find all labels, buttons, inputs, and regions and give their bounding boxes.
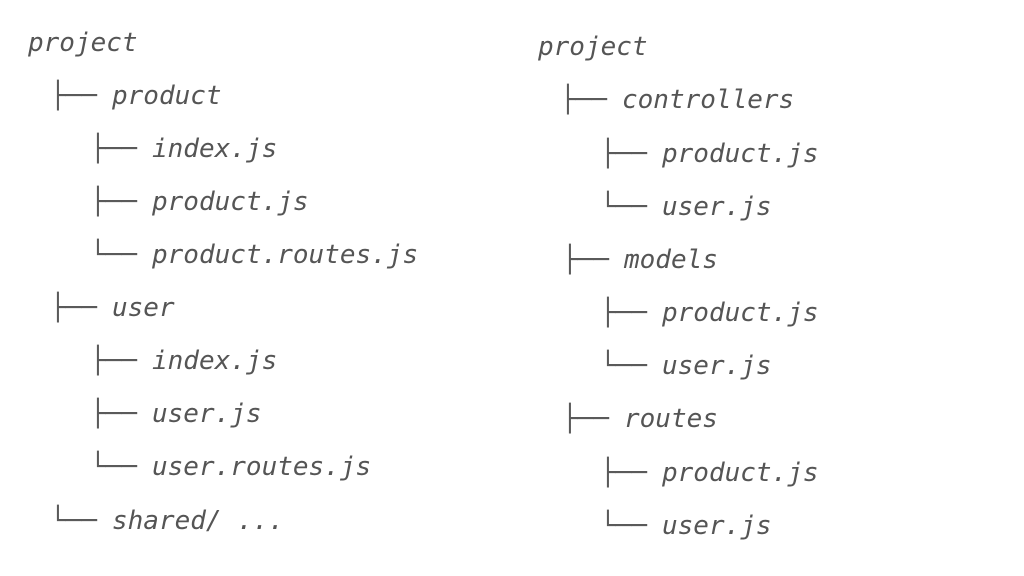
- folder-label: routes: [624, 404, 718, 434]
- file-label: user.routes.js: [152, 452, 372, 482]
- file-label: user.js: [662, 192, 772, 222]
- branch-connector: ├──: [562, 245, 609, 275]
- folder-label: product: [112, 81, 222, 111]
- branch-connector: ├──: [600, 298, 647, 328]
- end-connector: └──: [600, 192, 647, 222]
- file-label: user.js: [662, 511, 772, 541]
- folder-label: controllers: [622, 85, 795, 115]
- branch-connector: ├──: [90, 346, 137, 376]
- branch-connector: ├──: [600, 139, 647, 169]
- branch-connector: ├──: [50, 81, 97, 111]
- branch-connector: ├──: [600, 458, 647, 488]
- file-label: product.js: [662, 458, 819, 488]
- branch-connector: ├──: [90, 187, 137, 217]
- file-label: index.js: [152, 134, 278, 164]
- file-label: product.js: [152, 187, 309, 217]
- branch-connector: ├──: [90, 134, 137, 164]
- tree-root-label: project: [538, 32, 648, 62]
- tree-root-label: project: [28, 28, 138, 58]
- end-connector: └──: [90, 240, 137, 270]
- file-label: user.js: [152, 399, 262, 429]
- file-label: index.js: [152, 346, 278, 376]
- branch-connector: ├──: [50, 293, 97, 323]
- end-connector: └──: [600, 511, 647, 541]
- file-label: product.js: [662, 298, 819, 328]
- branch-connector: ├──: [90, 399, 137, 429]
- file-label: product.js: [662, 139, 819, 169]
- folder-label: models: [624, 245, 718, 275]
- end-connector: └──: [90, 452, 137, 482]
- file-label: product.routes.js: [152, 240, 419, 270]
- folder-label: shared/ ...: [112, 506, 285, 536]
- branch-connector: ├──: [560, 85, 607, 115]
- folder-label: user: [112, 293, 175, 323]
- end-connector: └──: [600, 351, 647, 381]
- file-label: user.js: [662, 351, 772, 381]
- branch-connector: ├──: [562, 404, 609, 434]
- end-connector: └──: [50, 506, 97, 536]
